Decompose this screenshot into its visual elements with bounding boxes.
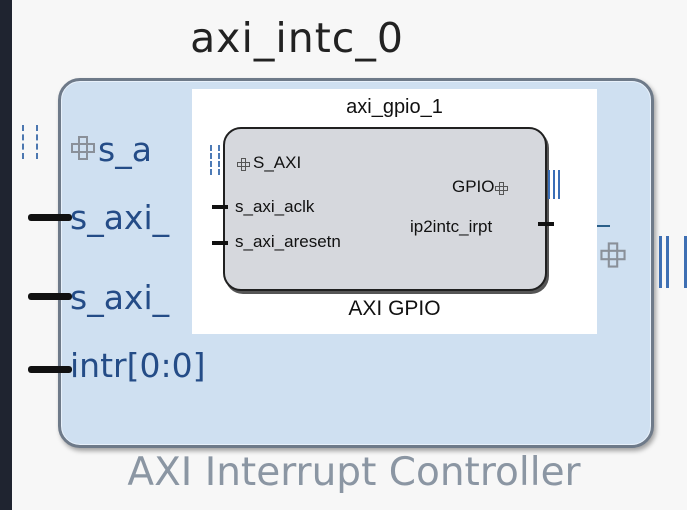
gpio-gpio-plus-icon[interactable] bbox=[495, 182, 508, 195]
axi-gpio-overlay-panel: axi_gpio_1 S_AXI s_axi_aclk s_axi_areset… bbox=[192, 89, 597, 334]
intc-instance-name: axi_intc_0 bbox=[190, 14, 404, 62]
gpio-instance-name: axi_gpio_1 bbox=[346, 96, 443, 118]
intc-intr-wire bbox=[28, 366, 72, 373]
intc-type-label: AXI Interrupt Controller bbox=[127, 450, 581, 495]
s-axi-bus-icon bbox=[22, 125, 38, 159]
gpio-s-axi-bus-icon bbox=[210, 145, 220, 175]
gpio-aresetn-port-label: s_axi_aresetn bbox=[235, 232, 341, 251]
gpio-aresetn-wire bbox=[212, 241, 228, 245]
intc-right-plus-icon[interactable] bbox=[600, 242, 626, 268]
gpio-aclk-wire bbox=[212, 205, 228, 209]
gpio-aclk-port-label: s_axi_aclk bbox=[235, 197, 315, 216]
intc-right-bus-icon bbox=[659, 236, 687, 288]
block-design-canvas: axi_intc_0 s_a s_axi_ s_axi_ intr[0:0] A… bbox=[12, 0, 687, 510]
gpio-irq-wire bbox=[538, 222, 554, 226]
gpio-gpio-port-label: GPIO bbox=[452, 177, 495, 196]
intc-aresetn-wire bbox=[28, 293, 72, 300]
intc-s-axi-port-label: s_a bbox=[98, 130, 152, 169]
gpio-s-axi-plus-icon[interactable] bbox=[237, 158, 250, 171]
intc-aresetn-port-label: s_axi_ bbox=[70, 278, 170, 317]
gpio-output-bus-icon bbox=[548, 170, 560, 199]
gpio-s-axi-port-label: S_AXI bbox=[253, 153, 302, 172]
intc-aclk-wire bbox=[28, 214, 72, 221]
intc-intr-port-label: intr[0:0] bbox=[70, 346, 206, 385]
gpio-type-label: AXI GPIO bbox=[348, 297, 441, 320]
s-axi-plus-icon[interactable] bbox=[71, 136, 95, 160]
gpio-irq-port-label: ip2intc_irpt bbox=[410, 217, 493, 236]
axi-gpio-block[interactable]: S_AXI s_axi_aclk s_axi_aresetn GPIO ip2i… bbox=[223, 127, 547, 291]
intc-aclk-port-label: s_axi_ bbox=[70, 198, 170, 237]
